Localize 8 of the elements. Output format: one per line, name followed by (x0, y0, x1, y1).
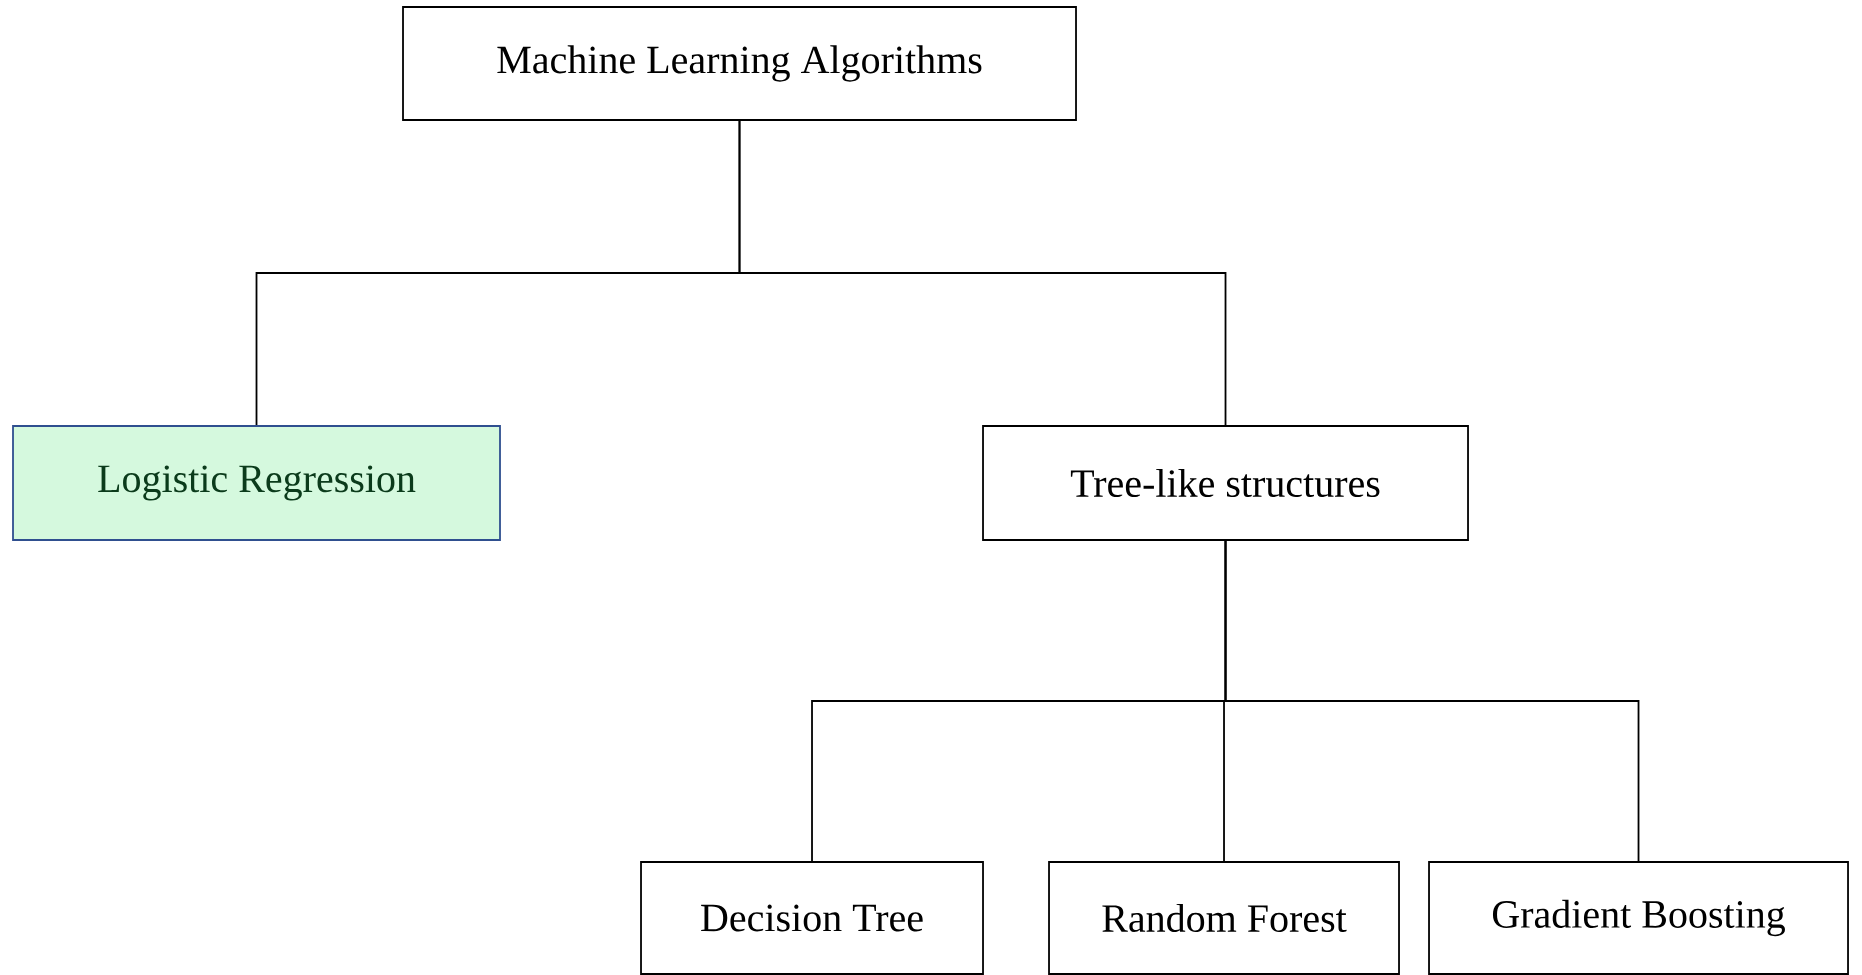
category-box: Logistic Regression (12, 425, 501, 541)
category-box: Tree-like structures (982, 425, 1469, 541)
category-box: Gradient Boosting (1428, 861, 1849, 975)
category-box: Decision Tree (640, 861, 984, 975)
connector-line (738, 120, 1227, 426)
category-box: Random Forest (1048, 861, 1400, 975)
category-box: Machine Learning Algorithms (402, 6, 1077, 121)
connector-line (1224, 540, 1640, 862)
